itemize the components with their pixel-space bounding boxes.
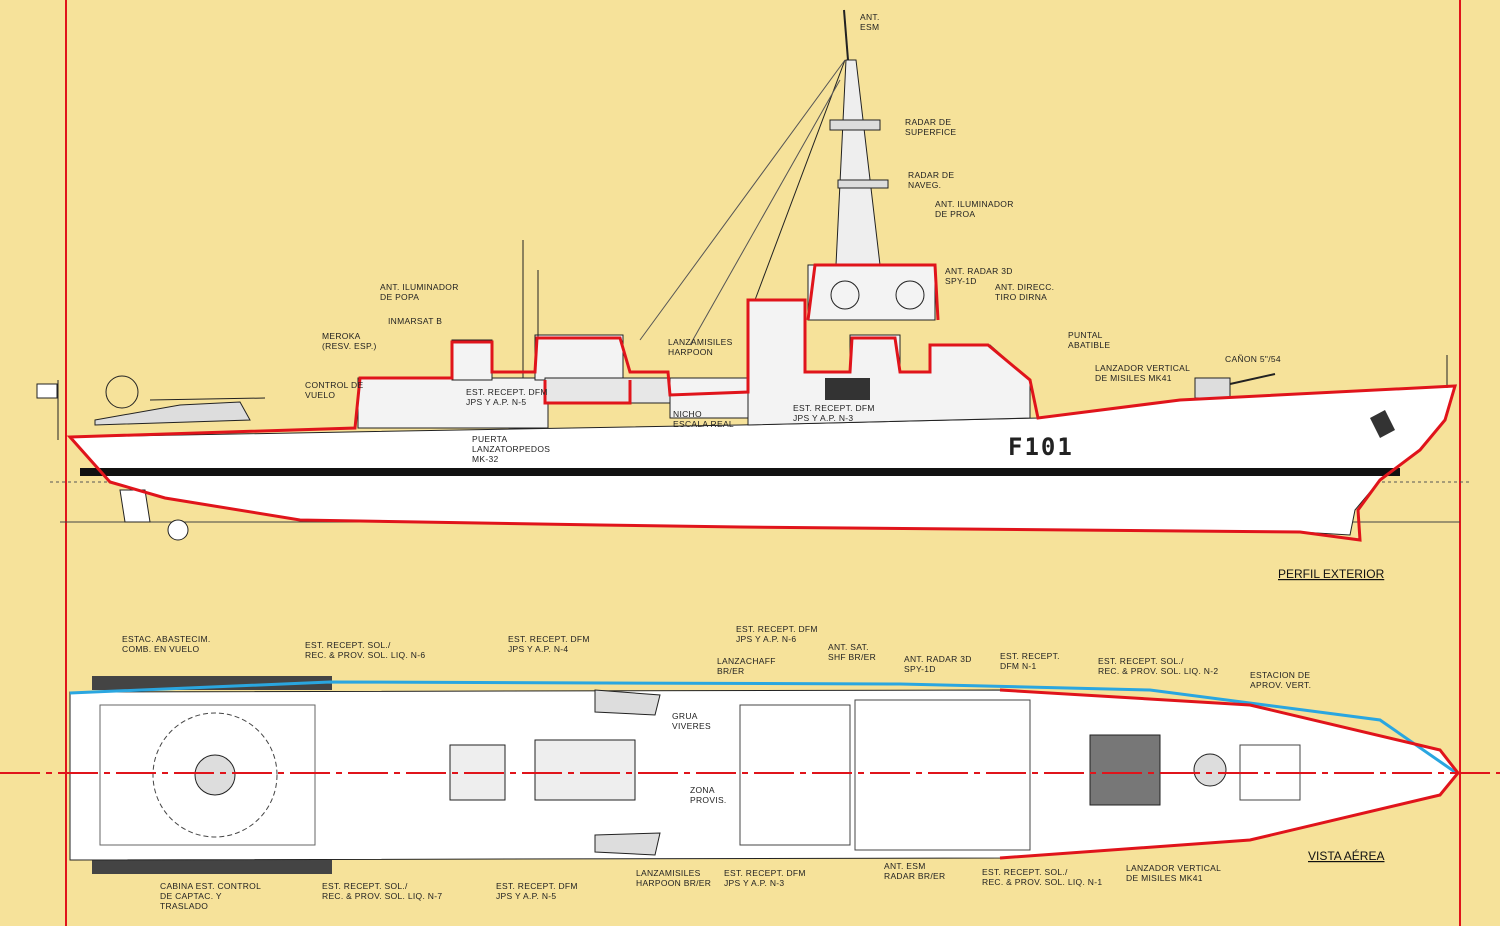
bridge-outline: [806, 263, 940, 321]
anchor: [1370, 410, 1395, 438]
flight-deck-circle: [152, 712, 278, 838]
top-callout-label: EST. RECEPT. SOL./REC. & PROV. SOL. LIQ.…: [305, 640, 425, 660]
liferaft-row-starboard: [92, 860, 332, 874]
spy-array-fwd: [895, 280, 925, 310]
main-gun: [1194, 373, 1276, 399]
boot-topping-stripe: [80, 468, 1400, 476]
top-labels: ESTAC. ABASTECIM.COMB. EN VUELO EST. RECE…: [122, 624, 1311, 911]
mid-deck-structure: [544, 377, 671, 404]
top-callout-label: ANT. SAT.SHF BR/ER: [828, 642, 876, 662]
stern-flag: [36, 380, 59, 440]
bridge-block: [807, 264, 936, 321]
mid-section: [669, 377, 749, 419]
top-callout-label: EST. RECEPT.DFM N-1: [1000, 651, 1060, 671]
top-callout-label: EST. RECEPT. SOL./REC. & PROV. SOL. LIQ.…: [1098, 656, 1218, 676]
profile-callout-label: CAÑON 5"/54: [1225, 354, 1281, 364]
profile-view-title: PERFIL EXTERIOR: [1278, 567, 1385, 581]
boat-starboard: [594, 832, 661, 856]
mid-mast-platform: [739, 704, 851, 846]
top-view: [0, 676, 1500, 874]
aft-deckhouse: [534, 334, 624, 381]
deck-plan: [69, 689, 1459, 861]
aft-director-house: [451, 339, 493, 381]
top-callout-label: EST. RECEPT. SOL./REC. & PROV. SOL. LIQ.…: [982, 867, 1102, 887]
profile-callout-label: ANT.ESM: [860, 12, 880, 32]
gun-turret-plan: [1193, 753, 1227, 787]
hangar-roof: [534, 739, 636, 801]
profile-callout-label: INMARSAT B: [388, 316, 442, 326]
bridge-plan: [854, 699, 1031, 851]
flight-deck-area: [99, 704, 316, 846]
rudder: [119, 489, 151, 523]
vent-grille: [825, 378, 870, 400]
propeller: [167, 519, 189, 541]
profile-callout-label: MEROKA(RESV. ESP.): [322, 331, 377, 351]
top-callout-label: ESTAC. ABASTECIM.COMB. EN VUELO: [122, 634, 211, 654]
helicopter: [94, 375, 266, 426]
deck-edge-line: [69, 680, 1456, 774]
landing-spot: [194, 754, 236, 796]
boat-port: [594, 689, 661, 716]
vls-grid: [1089, 734, 1161, 806]
profile-callout-label: ANT. DIRECC.TIRO DIRNA: [995, 282, 1054, 302]
liferaft-row-port: [92, 676, 332, 690]
profile-outline: [66, 298, 1458, 542]
top-callout-label: EST. RECEPT. SOL./REC. & PROV. SOL. LIQ.…: [322, 881, 442, 901]
profile-view: F101: [36, 9, 1470, 542]
top-view-title: VISTA AÉREA: [1308, 848, 1384, 863]
spy-array-aft: [830, 280, 860, 310]
hull-number: F101: [1008, 433, 1074, 461]
mid-outline: [543, 380, 632, 405]
